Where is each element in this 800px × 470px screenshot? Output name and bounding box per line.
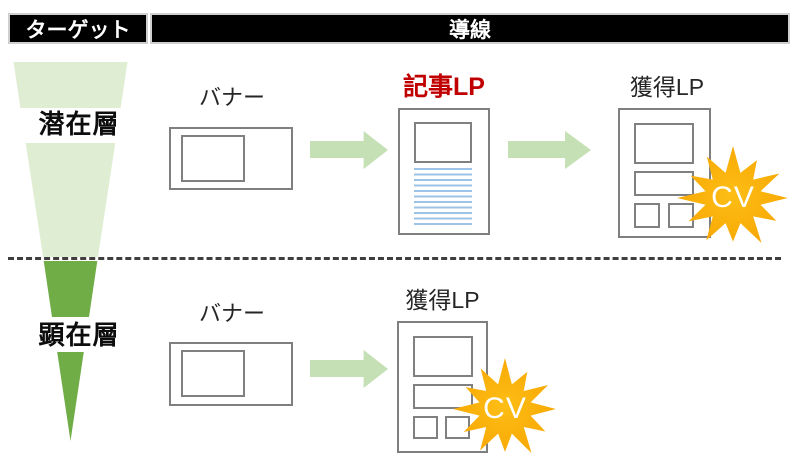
banner-label-manifest: バナー (198, 301, 265, 326)
dashed-divider (8, 257, 781, 260)
funnel-shape (13, 62, 128, 441)
lp-button (413, 416, 438, 439)
cv-burst-icon: CV (676, 146, 790, 250)
cv-label: CV (711, 181, 755, 214)
banner-wireframe-latent (169, 127, 293, 190)
arrow-right-icon (310, 350, 388, 388)
lp-button (668, 203, 694, 228)
acquisition-lp-wireframe-latent (618, 108, 711, 238)
cv-burst-shape (677, 146, 788, 244)
article-image-placeholder (414, 122, 472, 163)
flow-header-label: 導線 (449, 18, 491, 42)
cv-label: CV (483, 392, 527, 425)
manifest-layer-label: 顕在層 (38, 320, 120, 350)
arrow-right-icon (508, 131, 591, 169)
article-lp-label: 記事LP (403, 73, 485, 101)
lp-hero-placeholder (413, 336, 473, 377)
lp-form-field (413, 384, 473, 409)
arrow-right-icon (310, 131, 388, 169)
cv-burst-icon: CV (452, 358, 558, 460)
banner-image-placeholder (181, 135, 245, 182)
cv-burst-shape (453, 358, 556, 454)
target-header-label: ターゲット (25, 18, 131, 42)
banner-image-placeholder (181, 350, 245, 397)
flow-header: 導線 (150, 13, 790, 44)
lp-button (634, 203, 660, 228)
lp-form-field (634, 171, 694, 196)
banner-wireframe-manifest (169, 342, 293, 406)
article-lp-wireframe (398, 108, 490, 235)
acquisition-lp-label-latent: 獲得LP (629, 74, 705, 100)
latent-layer-label: 潜在層 (38, 109, 120, 139)
banner-label-latent: バナー (198, 85, 265, 110)
lp-hero-placeholder (634, 123, 694, 164)
article-text-lines (414, 168, 472, 226)
target-header: ターゲット (8, 13, 148, 44)
acquisition-lp-wireframe-manifest (397, 321, 488, 453)
acquisition-lp-label-manifest: 獲得LP (405, 287, 480, 313)
